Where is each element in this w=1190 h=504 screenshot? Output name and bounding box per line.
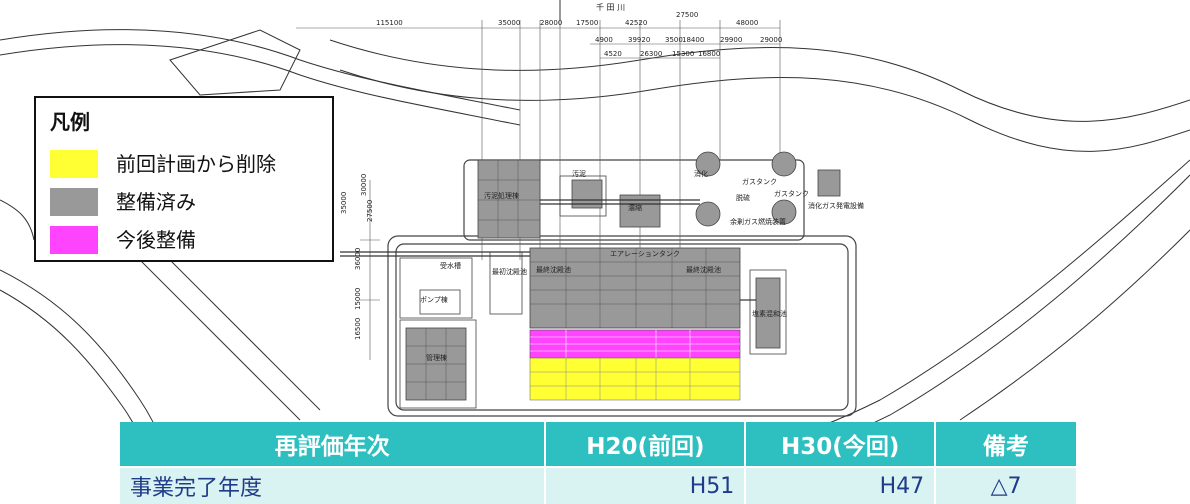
legend: 凡例 前回計画から削除 整備済み 今後整備 [34,96,334,262]
label-gas-tank2: ガスタンク [774,189,809,198]
row-label: 事業完了年度 [120,466,547,504]
existing-facility [477,159,541,239]
dimension-label: 35000 [498,19,520,27]
table-header-row: 再評価年次 H20(前回) H30(今回) 備考 [120,422,1078,467]
legend-item-deleted: 前回計画から削除 [46,146,326,178]
dimension-label: 39920 [628,36,650,44]
dimension-label: 26300 [640,50,662,58]
gas-tank [771,199,797,225]
dimension-label: 35000 [340,192,348,214]
dimension-label: 42520 [625,19,647,27]
facility-outline [559,175,607,217]
dimension-label: 29000 [760,36,782,44]
dimension-label: 27500 [676,11,698,19]
terrain-line [0,199,35,241]
river-label: 千 田 川 [596,2,625,12]
terrain-line [339,69,1190,152]
facility-outline [399,319,477,409]
top-dimensions: 115100 35000 28000 17500 42520 27500 480… [376,11,782,58]
label-gas-equip: 余剰ガス燃焼装置 [730,217,786,226]
legend-item-completed: 整備済み [46,184,326,216]
label-enso: 塩素混和池 [752,309,787,318]
column-header-note: 備考 [935,422,1078,467]
dimension-label: 17500 [576,19,598,27]
label-gas-tank1: ガスタンク [742,177,777,186]
dimension-label: 3500 [665,36,683,44]
digester-tank [695,201,721,227]
facility-labels: 受水槽 汚泥 濃縮 消化 ガスタンク ガスタンク 脱硫 余剰ガス燃焼装置 消化ガ… [420,169,864,362]
note-value: △7 [935,466,1078,504]
label-final-left: 最終沈殿池 [536,265,571,274]
label-nounou: 濃縮 [628,203,642,212]
dimension-label: 18400 [682,36,704,44]
label-power: 消化ガス発電設備 [808,201,864,210]
dimension-label: 4520 [604,50,622,58]
label-shoka: 消化 [694,169,708,178]
digester-tank [695,151,721,177]
legend-item-future: 今後整備 [46,222,326,254]
column-header-previous: H20(前回) [545,422,747,467]
previous-value: H51 [545,466,747,504]
terrain-line [329,39,1190,122]
legend-label: 前回計画から削除 [116,152,276,176]
gas-tank [771,151,797,177]
existing-facility [529,247,741,329]
dimension-label: 15000 [354,288,362,310]
dimension-label: 30000 [360,174,368,196]
legend-label: 整備済み [116,190,196,214]
label-kanri: 管理棟 [426,353,447,362]
facility-outline [419,289,461,315]
existing-facility [817,169,841,197]
dimension-label: 36000 [354,248,362,270]
column-header-current: H30(今回) [745,422,937,467]
site-boundary [387,235,857,417]
dimension-label: 28000 [540,19,562,27]
column-header-year: 再評価年次 [120,422,547,467]
legend-swatch-gray [50,188,98,216]
site-plan-drawing: 千 田 川 115100 35000 28000 17500 42520 275… [0,0,1190,488]
existing-facility [755,277,781,349]
left-dimensions: 30000 27500 35000 36000 15000 16500 [340,174,374,340]
facility-outline [749,269,787,355]
label-juensou: 受水槽 [440,261,461,270]
dimension-label: 15300 [672,50,694,58]
label-aeration: エアレーションタンク [610,249,680,258]
label-pump: ポンプ棟 [420,295,448,304]
legend-title: 凡例 [50,110,90,134]
dimension-label: 29900 [720,36,742,44]
dimension-label: 4900 [595,36,613,44]
label-first-settle: 最初沈殿池 [492,267,527,276]
dimension-label: 27500 [366,200,374,222]
label-final-right: 最終沈殿池 [686,265,721,274]
terrain-line [0,44,521,126]
legend-swatch-yellow [50,150,98,178]
dimension-label: 115100 [376,19,403,27]
table-row: 事業完了年度 H51 H47 △7 [120,466,1078,504]
north-area-boundary [463,159,805,241]
legend-label: 今後整備 [116,228,196,252]
current-value: H47 [745,466,937,504]
existing-facility [571,179,603,209]
dimension-label: 16800 [698,50,720,58]
road-line [959,229,1190,421]
site-inner-boundary [395,243,849,411]
dimension-label: 48000 [736,19,758,27]
facility-outline [399,257,473,319]
evaluation-table: 再評価年次 H20(前回) H30(今回) 備考 事業完了年度 H51 H47 … [120,422,1078,504]
legend-swatch-magenta [50,226,98,254]
dimension-label: 16500 [354,318,362,340]
label-datsuryu: 脱硫 [736,193,750,202]
hill-outline [169,29,301,96]
facility-outline [489,251,523,315]
deleted-facility [529,357,741,401]
label-sludge-bldg: 汚泥処理棟 [484,191,519,200]
label-osei: 汚泥 [572,170,586,178]
road-line [119,239,301,421]
